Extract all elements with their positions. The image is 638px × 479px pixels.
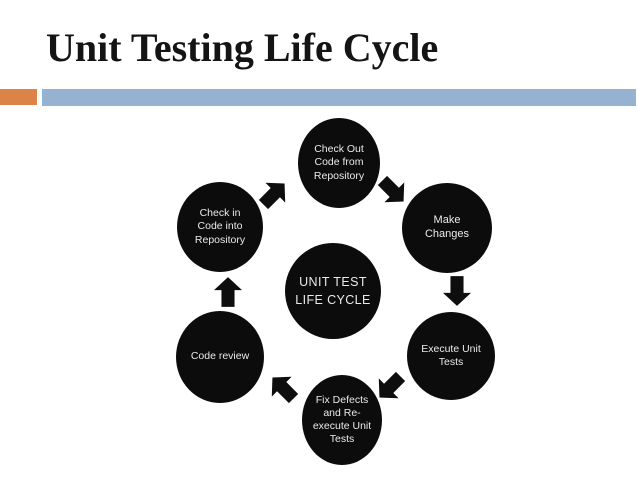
node-label-line: Check Out: [314, 143, 364, 156]
cycle-arrow-up-icon: [214, 277, 242, 307]
node-label-line: Tests: [329, 433, 355, 446]
node-label-line: Execute Unit: [421, 342, 481, 355]
node-label-line: Code into: [197, 220, 243, 233]
node-label-line: Repository: [194, 233, 246, 246]
cycle-arrow-down-right-icon: [377, 175, 405, 203]
node-label-line: Repository: [313, 169, 365, 182]
node-label-line: Code from: [314, 156, 364, 169]
node-label-line: and Re-: [323, 406, 361, 419]
node-label-line: LIFE CYCLE: [295, 293, 371, 307]
cycle-arrow-down-left-icon: [378, 371, 406, 399]
diagram-node-check-in-code: Check in Code into Repository: [177, 182, 263, 272]
cycle-arrow-up-left-icon: [271, 376, 299, 404]
diagram-node-check-out-code: Check Out Code from Repository: [298, 118, 380, 208]
node-label-line: Fix Defects: [315, 393, 369, 406]
diagram-node-fix-defects: Fix Defects and Re- execute Unit Tests: [302, 375, 382, 465]
diagram-node-code-review: Code review: [176, 311, 264, 403]
page-title: Unit Testing Life Cycle: [46, 25, 439, 70]
cycle-arrow-down-icon: [443, 276, 471, 306]
node-label-line: execute Unit: [312, 420, 372, 432]
node-label-line: UNIT TEST: [299, 274, 367, 289]
node-label-line: Changes: [424, 228, 470, 240]
node-label-line: Tests: [438, 356, 464, 368]
node-label-line: Check in: [199, 207, 241, 220]
accent-bar-blue: [42, 89, 636, 106]
diagram-node-make-changes: Make Changes: [402, 183, 492, 273]
node-label-line: Make: [433, 214, 461, 227]
cycle-arrow-up-right-icon: [258, 182, 286, 210]
diagram-node-unit-test-life-cycle: UNIT TEST LIFE CYCLE: [285, 243, 381, 339]
diagram-node-execute-unit-tests: Execute Unit Tests: [407, 312, 495, 400]
accent-bar-orange: [0, 89, 37, 105]
node-label-line: Code review: [190, 350, 250, 363]
